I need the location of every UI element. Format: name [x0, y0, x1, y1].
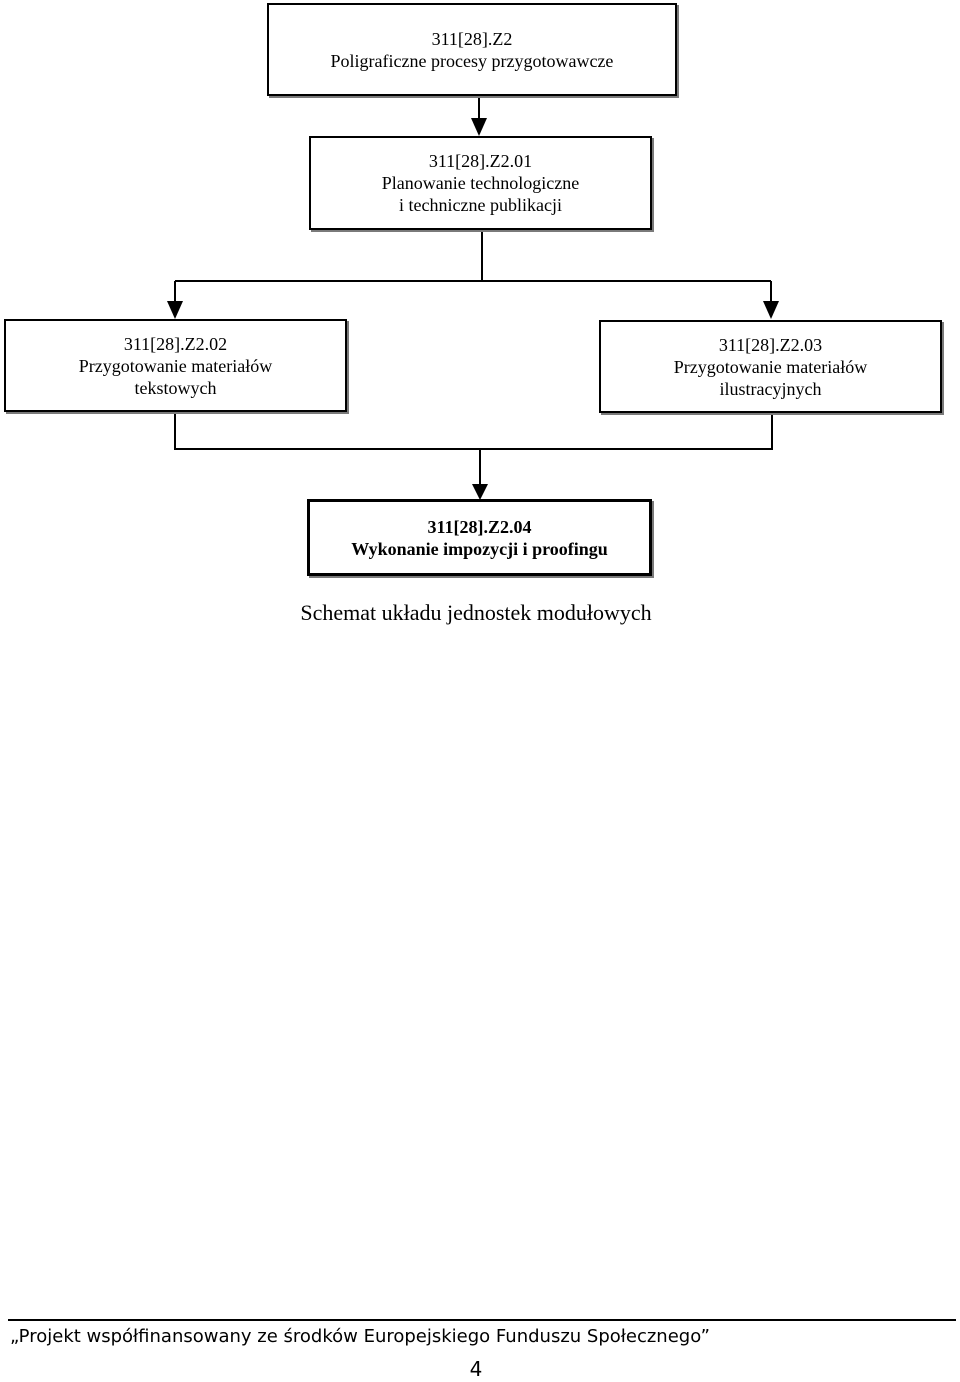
page-number: 4 — [469, 1357, 483, 1381]
module-box-unit-02: 311[28].Z2.02 Przygotowanie materiałów t… — [4, 319, 347, 412]
module-title-unit-02-line-2: tekstowych — [134, 377, 217, 398]
module-title-unit-03-line-1: Przygotowanie materiałów — [673, 356, 868, 377]
module-code-root: 311[28].Z2 — [431, 28, 513, 49]
module-code-unit-02: 311[28].Z2.02 — [123, 333, 228, 354]
arrowhead-to-04 — [472, 484, 488, 500]
footer-funding-note: „Projekt współfinansowany ze środków Eur… — [10, 1326, 710, 1347]
module-title-unit-01-line-1: Planowanie technologiczne — [381, 173, 580, 193]
module-box-unit-03: 311[28].Z2.03 Przygotowanie materiałów i… — [599, 320, 942, 413]
module-title-root-line-1: Poligraficzne procesy przygotowawcze — [330, 50, 614, 71]
module-code-unit-04: 311[28].Z2.04 — [427, 516, 532, 537]
footer-divider — [8, 1319, 956, 1321]
module-box-root: 311[28].Z2 Poligraficzne procesy przygot… — [267, 3, 677, 96]
module-code-unit-01: 311[28].Z2.01 — [428, 151, 533, 171]
module-title-unit-04-line-1: Wykonanie impozycji i proofingu — [351, 538, 608, 559]
arrowhead-to-01 — [471, 118, 487, 136]
module-title-unit-01-line-2: i techniczne publikacji — [399, 195, 562, 215]
module-box-unit-01: 311[28].Z2.01 Planowanie technologiczne … — [309, 136, 652, 230]
module-title-unit-03-line-2: ilustracyjnych — [719, 378, 822, 399]
module-code-unit-03: 311[28].Z2.03 — [718, 334, 823, 355]
diagram-caption: Schemat układu jednostek modułowych — [300, 600, 652, 625]
module-box-unit-04: 311[28].Z2.04 Wykonanie impozycji i proo… — [307, 499, 652, 576]
arrowhead-to-02 — [167, 301, 183, 319]
edge-merge-to-04 — [174, 412, 773, 485]
arrowhead-to-03 — [763, 301, 779, 319]
module-title-unit-02-line-1: Przygotowanie materiałów — [78, 355, 273, 376]
edge-01-split — [174, 230, 772, 303]
